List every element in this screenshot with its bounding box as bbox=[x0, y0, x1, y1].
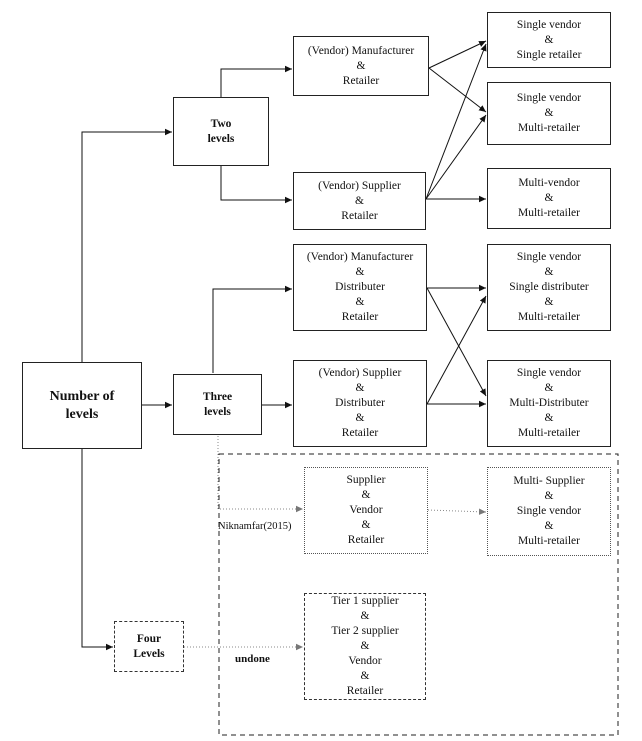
edge-sdr-single-distributer bbox=[426, 295, 487, 405]
svr-line-4: & bbox=[361, 519, 371, 531]
sdr-line-4: & bbox=[355, 412, 365, 424]
edge-svr-multi-supplier bbox=[427, 508, 487, 515]
ft-line-3: Tier 2 supplier bbox=[331, 625, 399, 637]
mdr-line-4: & bbox=[355, 296, 365, 308]
two-levels-line-1: Two bbox=[210, 117, 232, 130]
md-line-3: Multi-Distributer bbox=[509, 397, 589, 409]
sd-line-5: Multi-retailer bbox=[518, 311, 580, 323]
ft-line-4: & bbox=[360, 640, 370, 652]
msv-line-4: & bbox=[544, 520, 554, 532]
md-line-5: Multi-retailer bbox=[518, 427, 580, 439]
manufacturer-retailer-line-2: & bbox=[356, 59, 366, 72]
mmr-line-2: & bbox=[544, 192, 554, 204]
edge-two-supplier bbox=[220, 166, 292, 204]
three-levels-line-2: levels bbox=[204, 405, 231, 418]
ft-line-6: & bbox=[360, 670, 370, 682]
svr-line-2: & bbox=[361, 489, 371, 501]
four-levels-line-1: Four bbox=[136, 632, 162, 645]
ssr-line-2: & bbox=[544, 33, 554, 46]
sd-line-1: Single vendor bbox=[516, 251, 582, 263]
single-vendor-multi-retailer-node: Single vendor & Multi-retailer bbox=[487, 82, 611, 145]
sdr-line-3: Distributer bbox=[335, 397, 385, 409]
multi-vendor-multi-retailer-node: Multi-vendor & Multi-retailer bbox=[487, 168, 611, 229]
ft-line-2: & bbox=[360, 610, 370, 622]
ft-line-5: Vendor bbox=[348, 655, 382, 667]
supplier-retailer-line-2: & bbox=[355, 194, 364, 207]
edge-mr-single-multi bbox=[428, 67, 487, 113]
manufacturer-retailer-node: (Vendor) Manufacturer & Retailer bbox=[293, 36, 429, 96]
mdr-line-1: (Vendor) Manufacturer bbox=[306, 251, 414, 263]
root-node: Number of levels bbox=[22, 362, 142, 449]
supplier-retailer-node: (Vendor) Supplier & Retailer bbox=[293, 172, 426, 230]
manufacturer-retailer-line-1: (Vendor) Manufacturer bbox=[307, 44, 415, 57]
sd-line-4: & bbox=[544, 296, 554, 308]
manufacturer-retailer-line-3: Retailer bbox=[342, 74, 380, 87]
multi-distributer-node: Single vendor & Multi-Distributer & Mult… bbox=[487, 360, 611, 447]
svr-line-5: Retailer bbox=[347, 534, 385, 546]
single-distributer-node: Single vendor & Single distributer & Mul… bbox=[487, 244, 611, 331]
msv-line-5: Multi-retailer bbox=[518, 535, 580, 547]
undone-label: undone bbox=[235, 653, 270, 665]
sdr-line-1: (Vendor) Supplier bbox=[318, 367, 402, 379]
ssr-line-1: Single vendor bbox=[516, 18, 582, 31]
extension-region bbox=[218, 453, 619, 736]
mdr-line-3: Distributer bbox=[335, 281, 385, 293]
four-levels-line-2: Levels bbox=[133, 647, 165, 660]
two-levels-node: Two levels bbox=[173, 97, 269, 166]
sd-line-3: Single distributer bbox=[509, 281, 589, 293]
mmr-line-1: Multi-vendor bbox=[518, 177, 580, 189]
supplier-distributer-retailer-node: (Vendor) Supplier & Distributer & Retail… bbox=[293, 360, 427, 447]
md-line-4: & bbox=[544, 412, 554, 424]
edge-root-two bbox=[81, 128, 172, 362]
msv-line-3: Single vendor bbox=[516, 505, 582, 517]
smr-line-2: & bbox=[544, 107, 554, 119]
msv-line-2: & bbox=[544, 490, 554, 502]
mmr-line-3: Multi-retailer bbox=[518, 207, 580, 219]
four-tier-node: Tier 1 supplier & Tier 2 supplier & Vend… bbox=[304, 593, 426, 700]
sdr-line-2: & bbox=[355, 382, 365, 394]
edge-root-four bbox=[81, 449, 113, 651]
three-levels-node: Three levels bbox=[173, 374, 262, 435]
edge-mr-single-single bbox=[428, 40, 487, 69]
md-line-1: Single vendor bbox=[516, 367, 582, 379]
ft-line-7: Retailer bbox=[346, 685, 384, 697]
single-vendor-single-retailer-node: Single vendor & Single retailer bbox=[487, 12, 611, 68]
citation-label: Niknamfar(2015) bbox=[218, 521, 292, 532]
manufacturer-distributer-retailer-node: (Vendor) Manufacturer & Distributer & Re… bbox=[293, 244, 427, 331]
supplier-vendor-retailer-node: Supplier & Vendor & Retailer bbox=[304, 467, 428, 554]
two-levels-line-2: levels bbox=[207, 132, 235, 145]
edge-two-manufacturer bbox=[220, 65, 292, 97]
edge-three-manufacturer bbox=[212, 285, 292, 373]
ft-line-1: Tier 1 supplier bbox=[331, 595, 399, 607]
edge-three-niknamfar bbox=[217, 436, 303, 513]
edge-sr-single-single bbox=[425, 43, 487, 200]
smr-line-3: Multi-retailer bbox=[518, 122, 580, 134]
svr-line-1: Supplier bbox=[346, 474, 386, 486]
mdr-line-5: Retailer bbox=[341, 311, 379, 323]
edge-mdr-multi-distributer bbox=[426, 287, 487, 397]
ssr-line-3: Single retailer bbox=[516, 48, 582, 61]
root-line-1: Number of bbox=[49, 388, 115, 404]
msv-line-1: Multi- Supplier bbox=[513, 475, 585, 487]
mdr-line-2: & bbox=[355, 266, 365, 278]
three-levels-line-1: Three bbox=[202, 390, 233, 403]
edge-sr-single-multi bbox=[425, 114, 487, 200]
svr-line-3: Vendor bbox=[349, 504, 383, 516]
multi-supplier-outcome-node: Multi- Supplier & Single vendor & Multi-… bbox=[487, 467, 611, 556]
smr-line-1: Single vendor bbox=[516, 92, 582, 104]
md-line-2: & bbox=[544, 382, 554, 394]
root-line-2: levels bbox=[65, 406, 99, 422]
sdr-line-5: Retailer bbox=[341, 427, 379, 439]
sd-line-2: & bbox=[544, 266, 554, 278]
four-levels-node: Four Levels bbox=[114, 621, 184, 672]
supplier-retailer-line-1: (Vendor) Supplier bbox=[318, 179, 401, 192]
supplier-retailer-line-3: Retailer bbox=[341, 209, 378, 222]
